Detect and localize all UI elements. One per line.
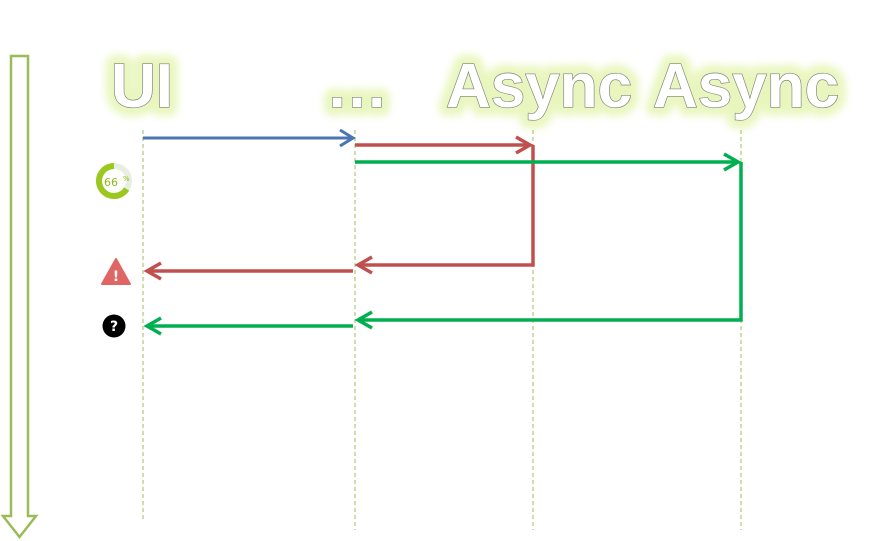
timeline-down-arrow-icon [0,54,39,540]
lane-glow-ui: UI [111,52,173,121]
lane-title-glows: UI … Async Async [102,43,848,130]
lane-glow-async-2: Async [653,52,839,121]
progress-unit: % [123,175,130,183]
call-arrow-ui-to-mid [143,128,356,148]
lane-titles: UI … Async Async [110,51,839,121]
lane-title-ui: UI [111,52,173,121]
warning-triangle-icon: ! [101,258,131,285]
green-request-arrow [355,152,742,172]
lane-glow-mid: … [326,52,388,121]
green-return-arrow [354,162,743,330]
svg-text:66: 66 [104,176,118,189]
progress-arc [96,163,130,199]
progress-ring-icon: 66 % [96,163,132,199]
lane-title-async-2: Async [653,52,839,121]
question-circle-icon: ? [102,314,126,338]
warning-glyph: ! [113,269,119,285]
lane-title-mid: … [326,52,388,121]
lane-glow-async-1: Async [446,52,632,121]
red-request-arrow [355,135,534,155]
red-callback-arrow [143,261,353,281]
help-glyph: ? [110,319,118,335]
progress-value: 66 [104,176,118,189]
red-return-arrow [354,145,535,275]
lane-title-async-1: Async [446,52,632,121]
green-callback-arrow [143,316,353,336]
